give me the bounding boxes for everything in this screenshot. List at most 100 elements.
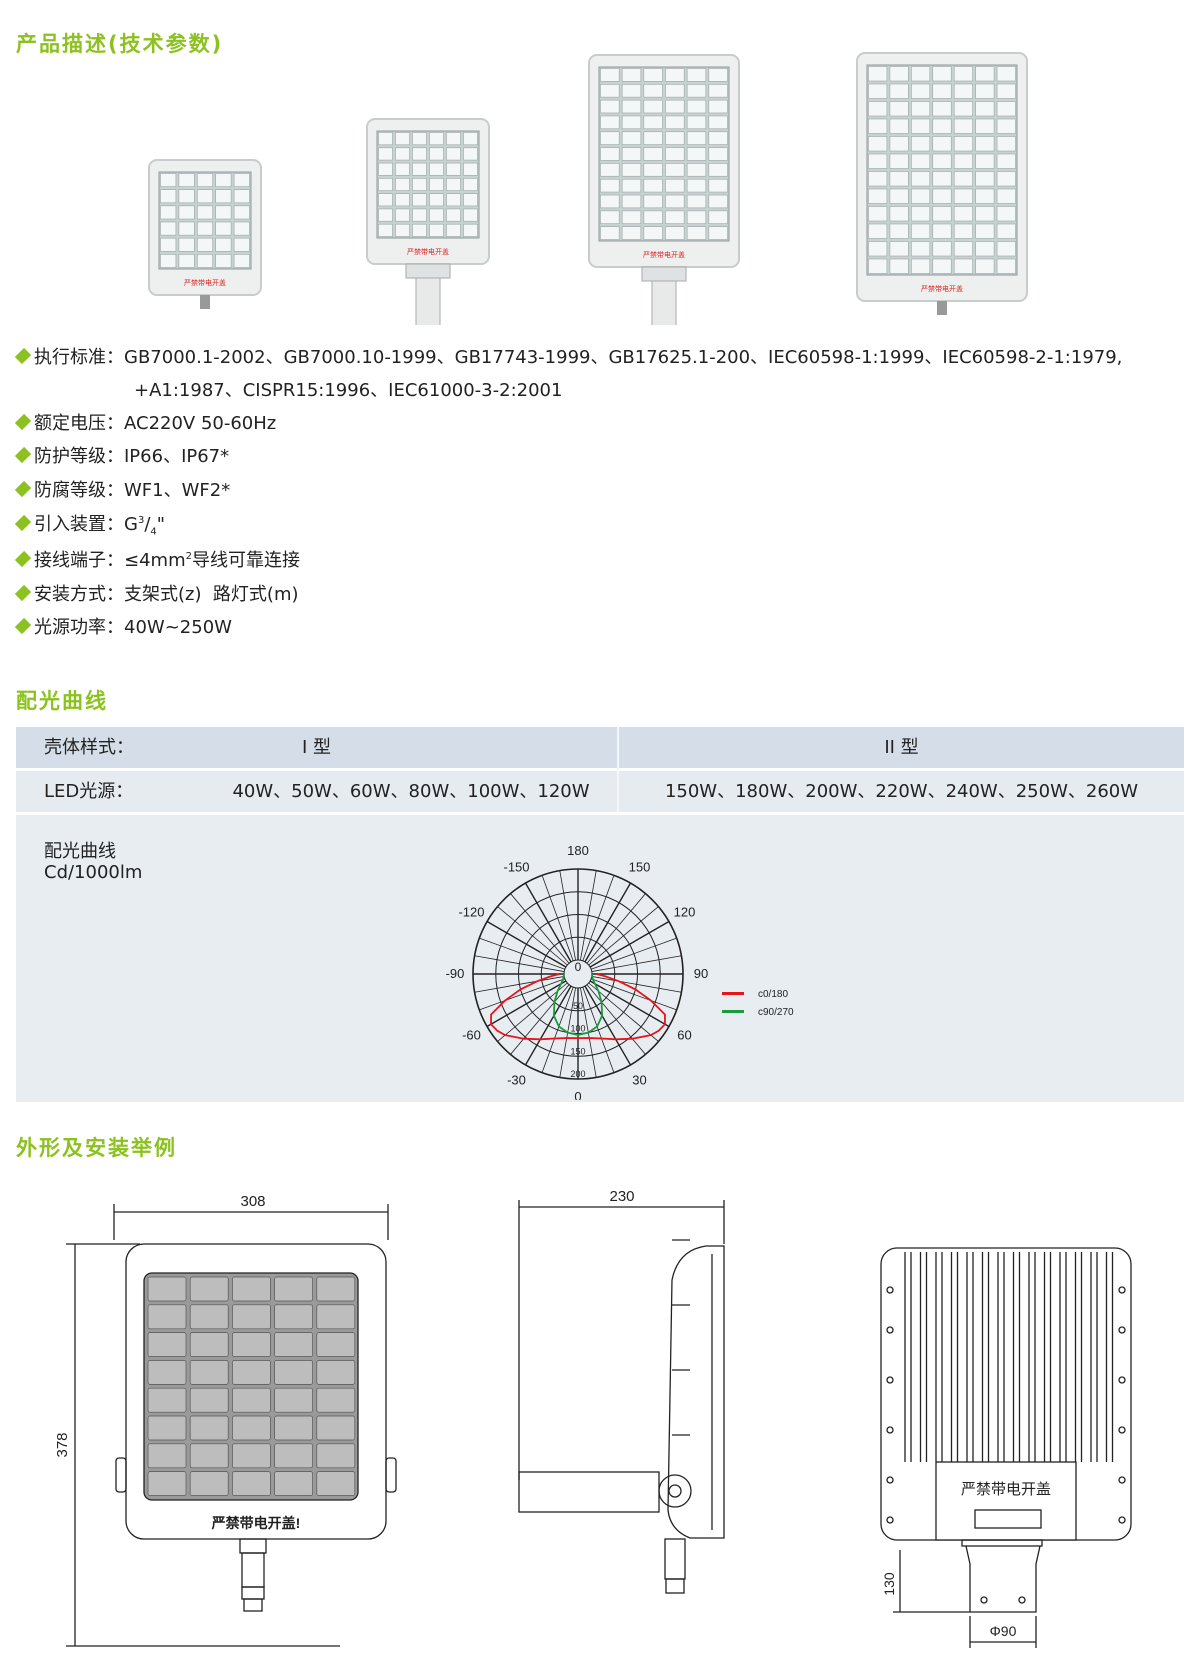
led-cell (953, 188, 973, 204)
spec-table: 壳体样式： I 型 II 型 LED光源： 40W、50W、60W、80W、10… (16, 727, 1184, 1102)
angle-label: 60 (677, 1028, 691, 1043)
led-cell (665, 147, 685, 161)
led-cell (665, 178, 685, 193)
led-cell (446, 132, 461, 146)
led-cell (600, 163, 620, 177)
grid-spoke (586, 893, 646, 964)
lamp-connector (937, 301, 947, 315)
led-cell (708, 226, 728, 240)
led-cell (665, 131, 685, 145)
spec-label: 防腐等级： (34, 480, 124, 501)
led-cell (953, 66, 973, 82)
bullet-diamond-icon (14, 480, 32, 498)
led-cell (160, 205, 177, 220)
led-panel (376, 130, 480, 239)
led-cell (686, 210, 707, 224)
led-cell (953, 153, 973, 169)
led-cell (215, 173, 232, 187)
led-cell (889, 101, 909, 117)
bolt (1118, 1426, 1126, 1434)
led-cell (621, 68, 642, 82)
led-cell (868, 171, 888, 187)
series-curve-c90-270 (552, 973, 604, 1036)
grid-spoke (486, 980, 567, 1028)
grid-spoke (479, 978, 565, 1011)
back-warning-label: 严禁带电开盖 (961, 1481, 1051, 1498)
mount-diameter-label: Φ90 (990, 1623, 1017, 1639)
led-cell (395, 223, 410, 237)
led-cell (600, 194, 620, 209)
curve-label: 配光曲线 (44, 841, 116, 862)
led-cell (233, 189, 250, 204)
product-photos: 严禁带电开盖严禁带电开盖严禁带电开盖严禁带电开盖 (148, 52, 1028, 325)
type2-header: II 型 (884, 737, 919, 758)
led-cell (643, 194, 663, 209)
led-cell (889, 206, 909, 222)
bolt (1118, 1376, 1126, 1384)
bolt (886, 1516, 894, 1524)
led-panel (598, 66, 730, 242)
led-cell (197, 221, 214, 236)
led-cell (911, 118, 931, 134)
led-cell (911, 136, 931, 152)
spec-value: 40W~250W (124, 617, 232, 638)
led-cell (429, 147, 444, 161)
led-cell (643, 226, 663, 240)
grid-spoke (591, 976, 682, 993)
product-photo-4: 严禁带电开盖 (856, 52, 1028, 315)
led-cell (412, 162, 427, 176)
led-cell (160, 189, 177, 204)
led-cell (953, 118, 973, 134)
led-cell (429, 208, 444, 222)
led-cell (665, 163, 685, 177)
led-cell (316, 1415, 356, 1441)
led-cell (232, 1387, 271, 1413)
led-cell (160, 221, 177, 236)
side-housing (667, 1245, 725, 1539)
led-cell (197, 189, 214, 204)
radial-tick-label: 200 (570, 1069, 585, 1079)
led-cell (463, 147, 478, 161)
led-cell (932, 223, 952, 239)
grid-spoke (584, 985, 632, 1066)
led-cell (932, 171, 952, 187)
led-cell (189, 1332, 229, 1357)
lamp-warning-label: 严禁带电开盖 (184, 278, 226, 287)
led-cell (412, 223, 427, 237)
led-cell (643, 68, 663, 82)
led-cell (378, 132, 393, 146)
grid-spoke (524, 985, 572, 1066)
led-cell (621, 210, 642, 224)
led-cell (953, 136, 973, 152)
led-cell (911, 83, 931, 99)
led-cell (189, 1443, 229, 1469)
led-cell (463, 132, 478, 146)
led-cell (197, 237, 214, 252)
led-cell (178, 205, 195, 220)
series-curve-c0-180 (490, 973, 666, 1041)
led-cell (889, 241, 909, 257)
led-cell (868, 223, 888, 239)
led-cell (975, 83, 995, 99)
lamp-warning-label: 严禁带电开盖 (921, 284, 963, 293)
front-view-drawing: 308 378 严禁带电开盖! (54, 1193, 397, 1647)
led-cell (147, 1443, 187, 1469)
led-cell (686, 178, 707, 193)
led-cell (215, 237, 232, 252)
led-cell (232, 1304, 271, 1330)
led-cell (996, 258, 1016, 274)
led-cell (665, 115, 685, 130)
led-cell (889, 153, 909, 169)
spec-label: 防护等级： (34, 446, 124, 467)
led-cell (316, 1332, 356, 1357)
lamp-connector (200, 295, 210, 309)
led-cell (686, 147, 707, 161)
led-cell (378, 178, 393, 191)
led-cell (643, 210, 663, 224)
led-cell (868, 83, 888, 99)
led-cell (932, 118, 952, 134)
angle-label: -90 (446, 966, 465, 981)
led-cell (600, 115, 620, 130)
led-cell (911, 258, 931, 274)
led-cell (600, 131, 620, 145)
